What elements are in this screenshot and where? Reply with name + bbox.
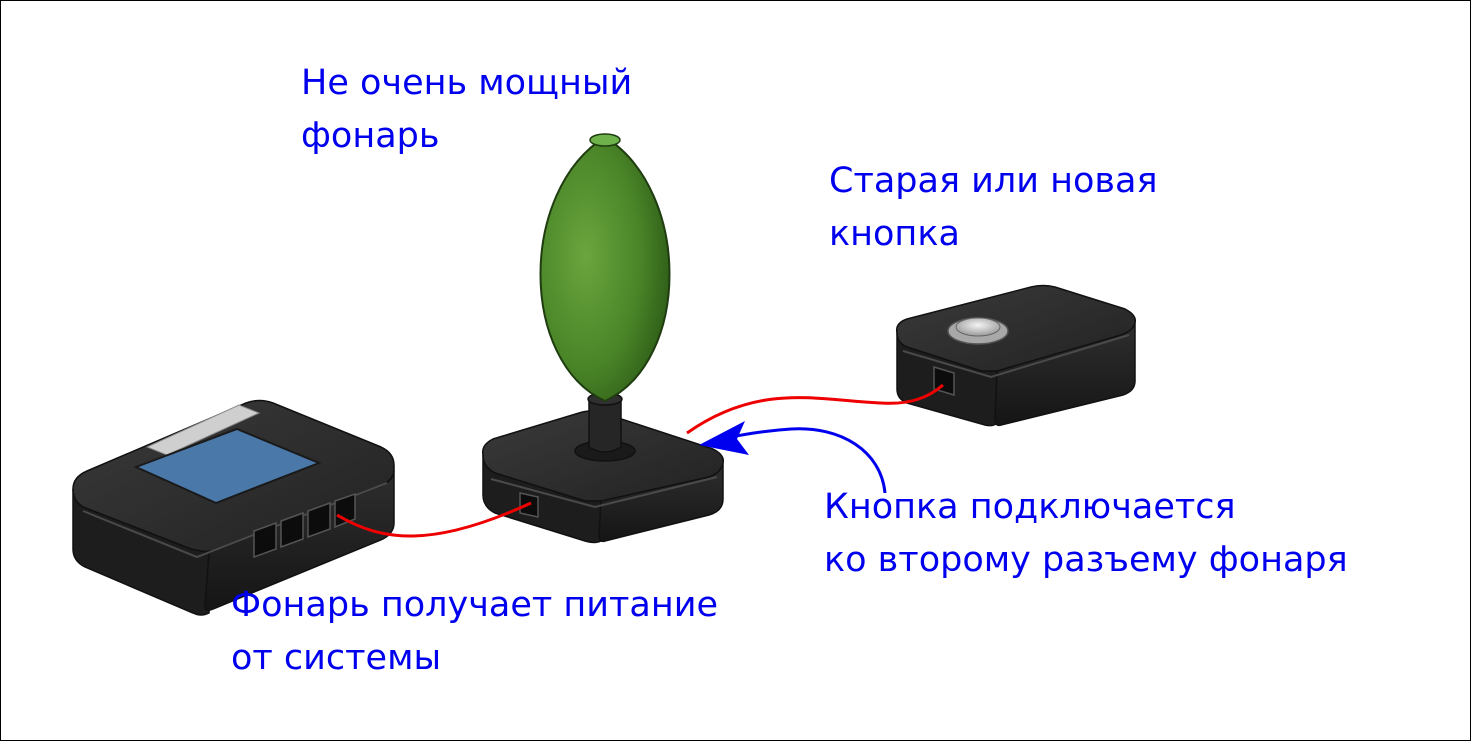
push-button-icon [947,317,1009,345]
connection-arrow [699,421,887,494]
label-button: Старая или новая кнопка [829,155,1158,261]
label-connect-line2: ко второму разъему фонаря [824,540,1348,580]
lantern-lamp [539,135,671,403]
label-lantern-line1: Не очень мощный [301,63,633,103]
screen [133,427,322,505]
button-module [895,284,1137,427]
label-connect-line1: Кнопка подключается [824,487,1236,527]
port-2 [280,511,304,549]
port-3 [307,501,331,539]
label-connect: Кнопка подключается ко второму разъему ф… [824,481,1348,587]
label-button-line1: Старая или новая [829,161,1158,201]
label-lantern: Не очень мощный фонарь [301,57,632,163]
label-power: Фонарь получает питание от системы [231,579,718,685]
label-lantern-line2: фонарь [301,116,440,156]
lantern [481,133,725,544]
cable-power [336,501,532,538]
label-power-line2: от системы [231,638,442,678]
control-unit [72,399,395,616]
port-row [253,492,356,559]
cable-button [686,383,944,435]
label-button-line2: кнопка [829,214,960,254]
port-4 [334,492,356,529]
port-1 [253,521,277,559]
label-power-line1: Фонарь получает питание [231,585,719,625]
